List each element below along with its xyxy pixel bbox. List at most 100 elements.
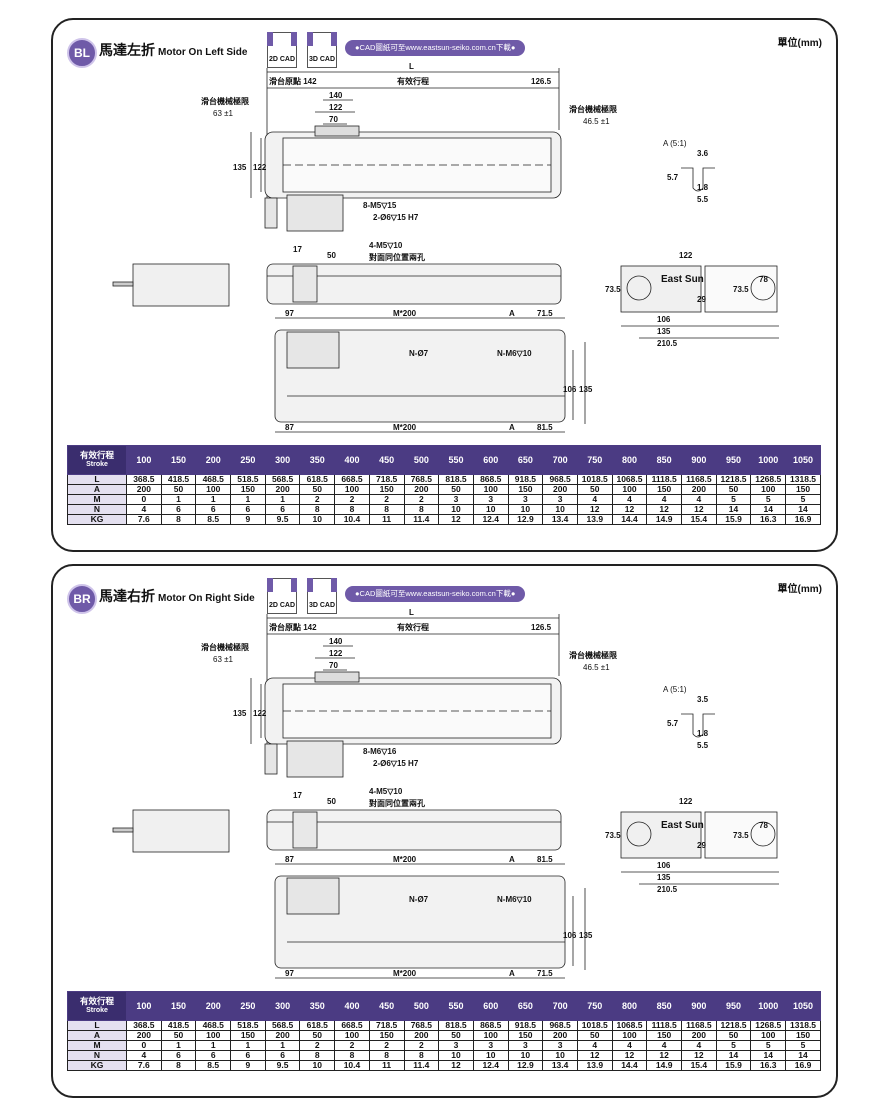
dimension-label: 5.7 [667, 719, 679, 728]
table-cell: 1018.5 [576, 474, 613, 485]
table-cell: 10.4 [334, 1060, 370, 1071]
dimension-label: 122 [329, 649, 343, 658]
dimension-label: M*200 [393, 309, 417, 318]
table-cell: 8 [160, 514, 197, 525]
table-cell: 10 [507, 1050, 544, 1061]
dimension-label: 滑台機械極限 [569, 650, 617, 660]
dimension-label: 106 [563, 385, 577, 394]
row-label: L [67, 474, 127, 485]
table-cell: 5 [785, 1040, 821, 1051]
cad-2d-icon[interactable]: 2D CAD [267, 32, 297, 68]
table-cell: 818.5 [438, 1020, 474, 1031]
table-cell: 2 [368, 494, 405, 505]
table-cell: 4 [126, 504, 162, 515]
table-cell: 200 [264, 1030, 301, 1041]
dimension-label: 1.8 [697, 183, 709, 192]
table-cell: 918.5 [507, 1020, 544, 1031]
table-cell: 12.4 [472, 1060, 509, 1071]
table-cell: 2 [299, 1040, 336, 1051]
table-cell: 0 [126, 1040, 162, 1051]
row-label: N [67, 1050, 127, 1061]
table-cell: 12 [646, 1050, 682, 1061]
table-cell: 100 [472, 1030, 509, 1041]
table-cell: 8 [334, 1050, 370, 1061]
table-cell: 150 [785, 484, 821, 495]
table-cell: 50 [160, 484, 197, 495]
dimension-label: 46.5 ±1 [583, 117, 610, 126]
table-cell: 9.5 [264, 1060, 301, 1071]
dimension-label: 滑台原點 142 [269, 622, 317, 632]
table-cell: 468.5 [195, 1020, 232, 1031]
table-cell: 668.5 [334, 474, 370, 485]
dimension-label: 87 [285, 855, 294, 864]
table-cell: 6 [195, 1050, 232, 1061]
table-cell: 50 [576, 484, 613, 495]
stroke-header-cell: 250 [230, 991, 266, 1021]
stroke-header-cell: 550 [438, 991, 474, 1021]
dimension-label: 對面同位置兩孔 [369, 798, 425, 808]
dimension-label: 106 [563, 931, 577, 940]
row-label: M [67, 494, 127, 505]
dimension-label: 70 [329, 115, 338, 124]
cad-download-link[interactable]: ●CAD圖紙可至www.eastsun-seiko.com.cn下載● [345, 586, 526, 602]
row-label: M [67, 1040, 127, 1051]
table-cell: 4 [646, 494, 682, 505]
cad-download-link[interactable]: ●CAD圖紙可至www.eastsun-seiko.com.cn下載● [345, 40, 526, 56]
table-cell: 1118.5 [646, 1020, 682, 1031]
dimension-label: 5.5 [697, 741, 709, 750]
table-cell: 2 [334, 494, 370, 505]
table-cell: 568.5 [264, 474, 301, 485]
dimension-label: 29 [697, 295, 706, 304]
table-cell: 4 [646, 1040, 682, 1051]
table-cell: 16.9 [785, 514, 821, 525]
table-cell: 1068.5 [611, 1020, 648, 1031]
table-cell: 14 [715, 1050, 752, 1061]
stroke-header-cell: 150 [160, 445, 197, 475]
dimension-label: 17 [293, 791, 302, 800]
table-cell: 3 [438, 1040, 474, 1051]
table-cell: 1318.5 [785, 1020, 821, 1031]
table-cell: 14.9 [646, 514, 682, 525]
table-cell: 200 [264, 484, 301, 495]
stroke-header-cell: 950 [715, 991, 752, 1021]
stroke-header-cell: 150 [160, 991, 197, 1021]
table-cell: 6 [264, 504, 301, 515]
cad-3d-icon[interactable]: 3D CAD [307, 32, 337, 68]
dimension-label: 140 [329, 637, 343, 646]
dimension-label: 滑台機械極限 [201, 96, 249, 106]
table-cell: 968.5 [542, 1020, 578, 1031]
dimension-label: 50 [327, 797, 336, 806]
table-cell: 11 [368, 514, 405, 525]
table-cell: 2 [403, 1040, 440, 1051]
table-cell: 15.4 [681, 1060, 717, 1071]
dimension-label: 17 [293, 245, 302, 254]
table-cell: 668.5 [334, 1020, 370, 1031]
table-cell: 368.5 [126, 1020, 162, 1031]
cad-3d-icon[interactable]: 3D CAD [307, 578, 337, 614]
cad-2d-icon[interactable]: 2D CAD [267, 578, 297, 614]
table-cell: 8 [299, 1050, 336, 1061]
table-cell: 3 [472, 1040, 509, 1051]
dimension-label: 78 [759, 821, 768, 830]
table-cell: 3 [542, 494, 578, 505]
dimension-label: 8-M6▽16 [363, 747, 397, 756]
stroke-header-cell: 900 [681, 445, 717, 475]
row-label: KG [67, 1060, 127, 1071]
stroke-header-cell: 400 [334, 991, 370, 1021]
table-cell: 8 [368, 504, 405, 515]
table-cell: 1 [264, 1040, 301, 1051]
dimension-label: 46.5 ±1 [583, 663, 610, 672]
dimension-label: A (5:1) [663, 139, 687, 148]
dimension-label: 135 [233, 709, 247, 718]
dimension-label: N-Ø7 [409, 895, 429, 904]
row-label: L [67, 1020, 127, 1031]
table-cell: 200 [542, 484, 578, 495]
table-cell: 100 [195, 484, 232, 495]
dimension-label: 78 [759, 275, 768, 284]
